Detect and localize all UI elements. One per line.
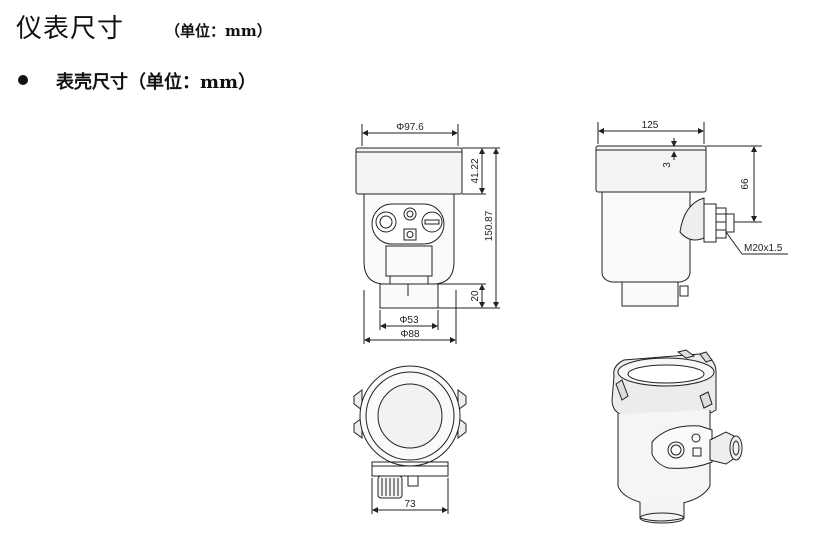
page-title-text: 仪表尺寸	[16, 14, 125, 44]
dim-front-height-bottom: 20	[470, 290, 481, 302]
dim-side-step: 3	[662, 162, 673, 168]
dim-front-bottom-outer: Φ88	[400, 329, 420, 340]
dim-front-top-diameter: Φ97.6	[396, 122, 424, 133]
bullet-icon	[18, 75, 28, 85]
dim-side-thread: M20x1.5	[744, 243, 783, 254]
dim-side-width: 125	[642, 120, 659, 131]
isometric-view-drawing	[611, 349, 743, 524]
dim-side-height: 66	[740, 178, 751, 190]
dim-front-height-total: 150.87	[484, 210, 495, 241]
dim-top-width: 73	[404, 499, 416, 510]
dim-front-height-top: 41.22	[470, 158, 481, 183]
page-title-unit: （单位：mm）	[165, 22, 272, 40]
top-view-drawing	[353, 365, 467, 514]
front-view-drawing	[355, 124, 500, 344]
side-view-drawing	[595, 122, 788, 307]
page-title: 仪表尺寸	[16, 8, 124, 45]
dim-front-bottom-inner: Φ53	[399, 315, 419, 326]
section-heading: 表壳尺寸（单位：mm）	[56, 72, 257, 93]
